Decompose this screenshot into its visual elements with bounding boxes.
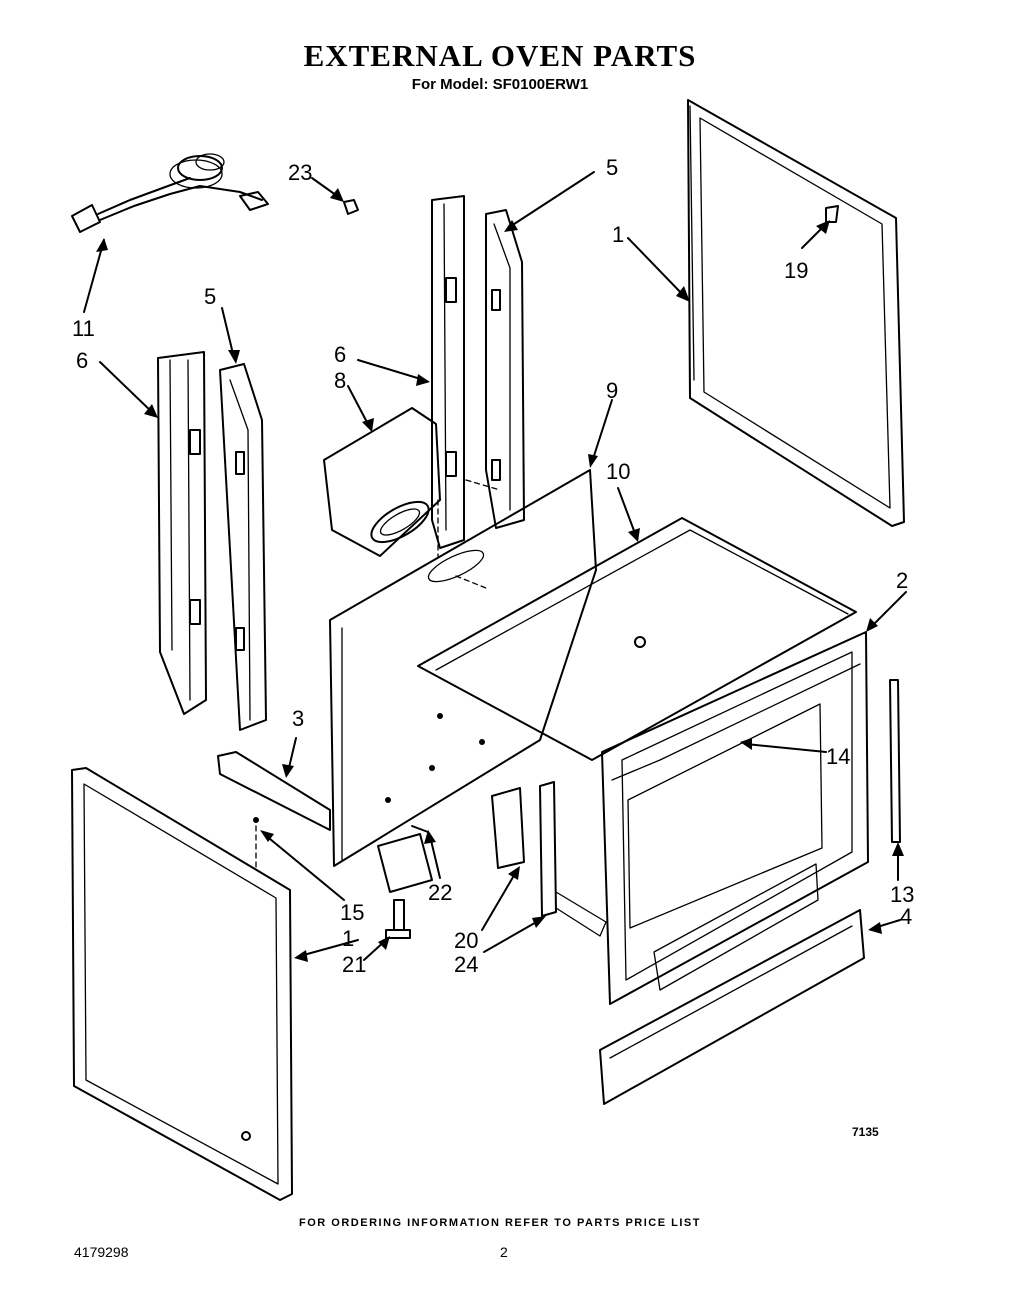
callout-14: 14 [826, 744, 851, 769]
power-cord-part [71, 153, 269, 233]
ordering-note: FOR ORDERING INFORMATION REFER TO PARTS … [299, 1217, 701, 1229]
callout-8: 8 [334, 368, 347, 393]
callout-5-right: 5 [606, 155, 619, 180]
callout-15: 15 [340, 900, 365, 925]
callout-22: 22 [428, 880, 453, 905]
side-rail-center-6 [431, 195, 465, 549]
bottom-rail-part-3 [217, 751, 331, 831]
vent-duct-part-8 [323, 407, 441, 557]
callout-5-left: 5 [204, 284, 217, 309]
screw-part-15 [253, 817, 259, 871]
page-number: 2 [500, 1244, 508, 1260]
callout-23: 23 [288, 160, 313, 185]
document-number: 4179298 [74, 1244, 129, 1260]
callout-10: 10 [606, 459, 631, 484]
side-rail-left-6 [157, 351, 207, 715]
callout-6-mid: 6 [334, 342, 347, 367]
callout-3: 3 [292, 706, 305, 731]
bracket-part-22 [377, 825, 433, 893]
leveling-leg-part-21 [385, 899, 411, 939]
hinge-part-24 [539, 781, 607, 937]
callout-21: 21 [342, 952, 367, 977]
front-frame-part-2 [601, 631, 869, 1005]
callout-6-left: 6 [76, 348, 89, 373]
side-panel-lower-1 [71, 767, 293, 1201]
callout-24: 24 [454, 952, 479, 977]
figure-code: 7135 [852, 1125, 879, 1139]
callout-11: 11 [72, 316, 95, 341]
page-title: EXTERNAL OVEN PARTS [303, 38, 697, 73]
assembly-guide-lines [437, 479, 501, 589]
side-panel-part-9 [329, 469, 597, 867]
leader-lines [83, 171, 907, 962]
callout-2: 2 [896, 568, 909, 593]
side-rail-left-5 [219, 363, 267, 731]
callout-13: 13 [890, 882, 915, 907]
bracket-part-20 [491, 787, 525, 869]
top-panel-part-10 [417, 517, 857, 761]
trim-strip-part-13 [889, 679, 901, 843]
callout-1-top: 1 [612, 222, 625, 247]
callout-20: 20 [454, 928, 479, 953]
callout-9: 9 [606, 378, 619, 403]
kick-plate-part-4 [599, 909, 865, 1105]
side-rail-right-5 [485, 209, 525, 529]
callout-19: 19 [784, 258, 809, 283]
clip-part-23 [343, 199, 359, 215]
callout-1-bottom: 1 [342, 926, 355, 951]
rear-panel-upper [687, 99, 905, 527]
callout-4: 4 [900, 904, 913, 929]
model-subtitle: For Model: SF0100ERW1 [411, 76, 589, 93]
